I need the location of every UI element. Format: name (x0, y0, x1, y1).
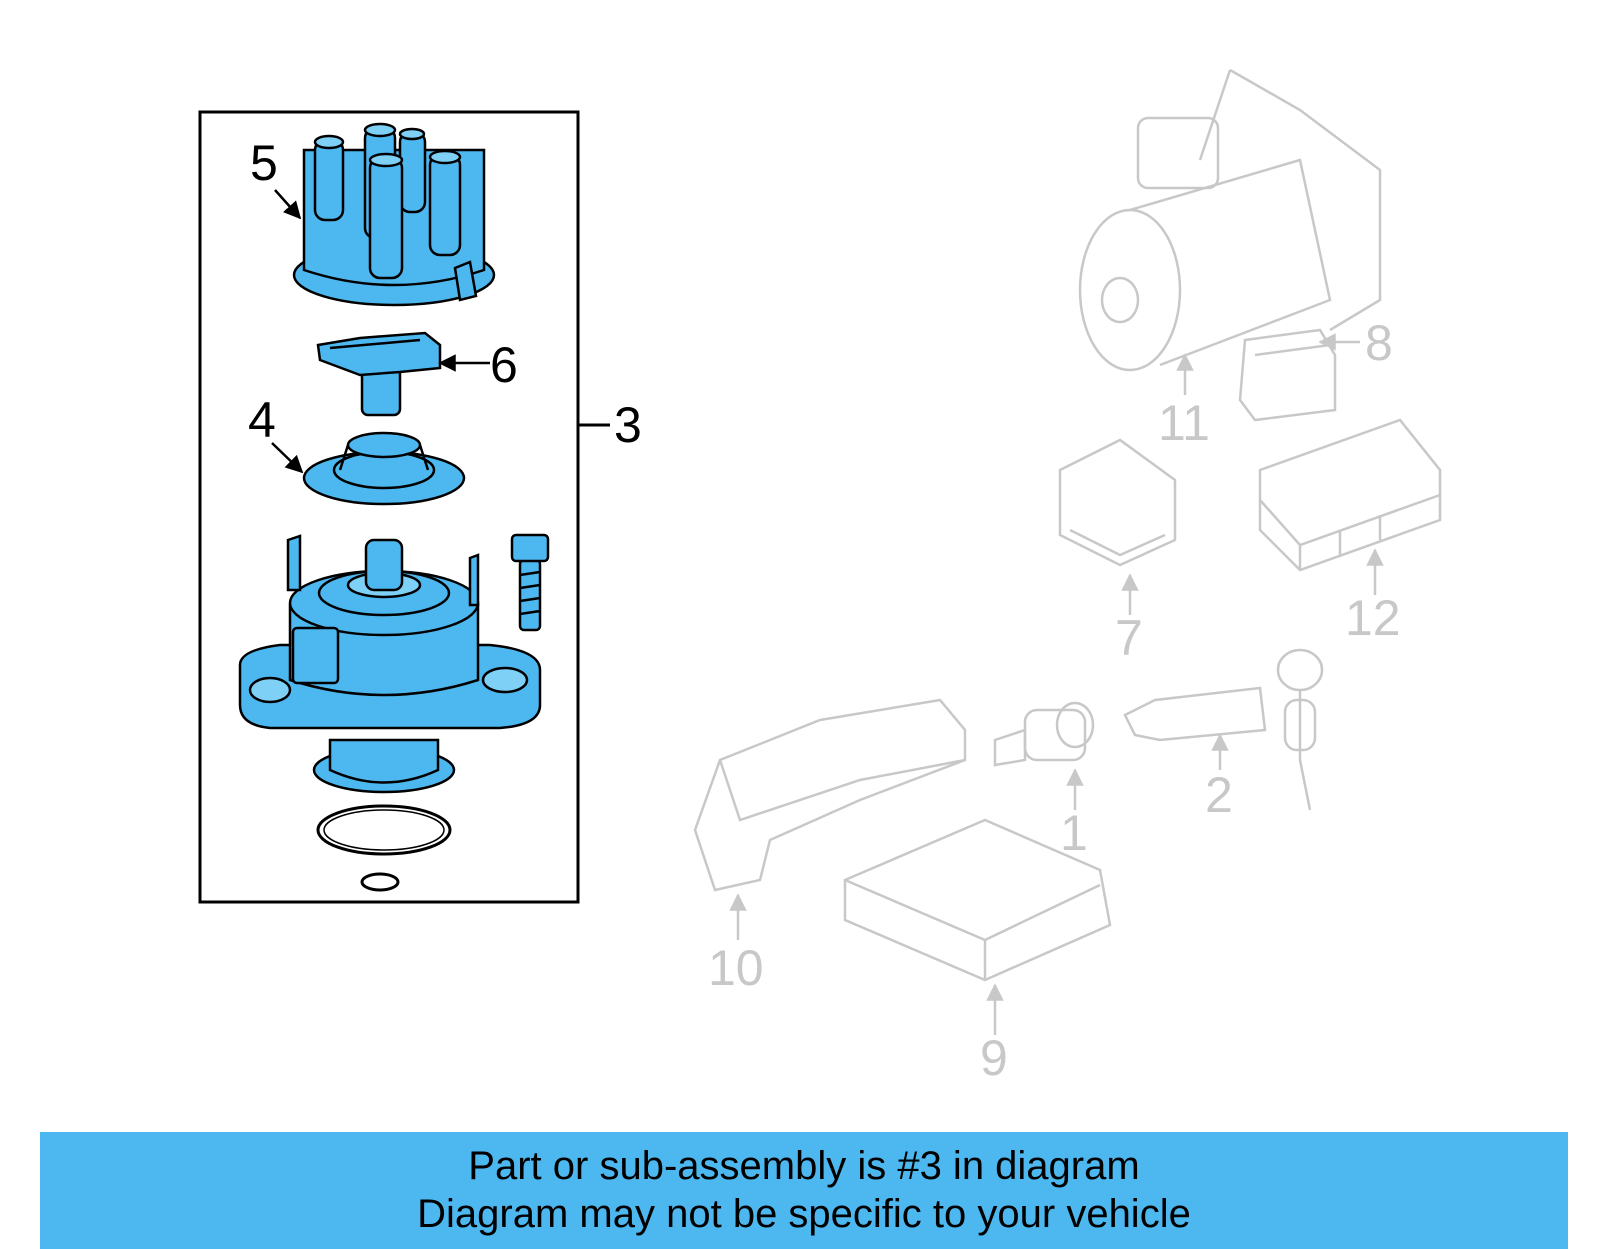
callout-2: 2 (1205, 767, 1233, 823)
o-ring-small[interactable] (360, 872, 400, 892)
ecu-9 (843, 818, 1112, 982)
o-ring-large-inner (323, 809, 445, 851)
lock-cylinder-2 (1123, 648, 1324, 811)
dust-shield[interactable] (302, 431, 466, 506)
starter-motor (1078, 68, 1382, 372)
distributor-housing[interactable] (238, 534, 542, 794)
relay-8 (1238, 328, 1337, 422)
arrow-5 (274, 189, 302, 220)
callout-4: 4 (248, 392, 276, 448)
bolt[interactable] (510, 533, 550, 632)
info-banner: Part or sub-assembly is #3 in diagram Di… (40, 1132, 1568, 1249)
callout-7: 7 (1115, 610, 1143, 666)
o-ring-large[interactable] (316, 804, 452, 856)
callout-9: 9 (980, 1030, 1008, 1086)
module-box-10 (693, 698, 967, 892)
callout-6: 6 (490, 337, 518, 393)
callout-10: 10 (708, 940, 764, 996)
relay-7 (1058, 438, 1177, 567)
relay-block-12 (1258, 418, 1442, 572)
distributor-cap[interactable] (292, 122, 496, 307)
callout-11: 11 (1158, 395, 1210, 451)
callout-8: 8 (1365, 315, 1393, 371)
arrow-4 (271, 442, 304, 474)
ignition-switch-1 (993, 701, 1095, 767)
callout-1: 1 (1060, 805, 1088, 861)
banner-line-2: Diagram may not be specific to your vehi… (417, 1192, 1191, 1236)
callout-3: 3 (614, 397, 642, 453)
callout-12: 12 (1345, 590, 1401, 646)
callout-5: 5 (250, 135, 278, 191)
banner-line-1: Part or sub-assembly is #3 in diagram (468, 1144, 1140, 1188)
rotor[interactable] (316, 331, 442, 417)
assembly-3-frame (198, 110, 580, 904)
